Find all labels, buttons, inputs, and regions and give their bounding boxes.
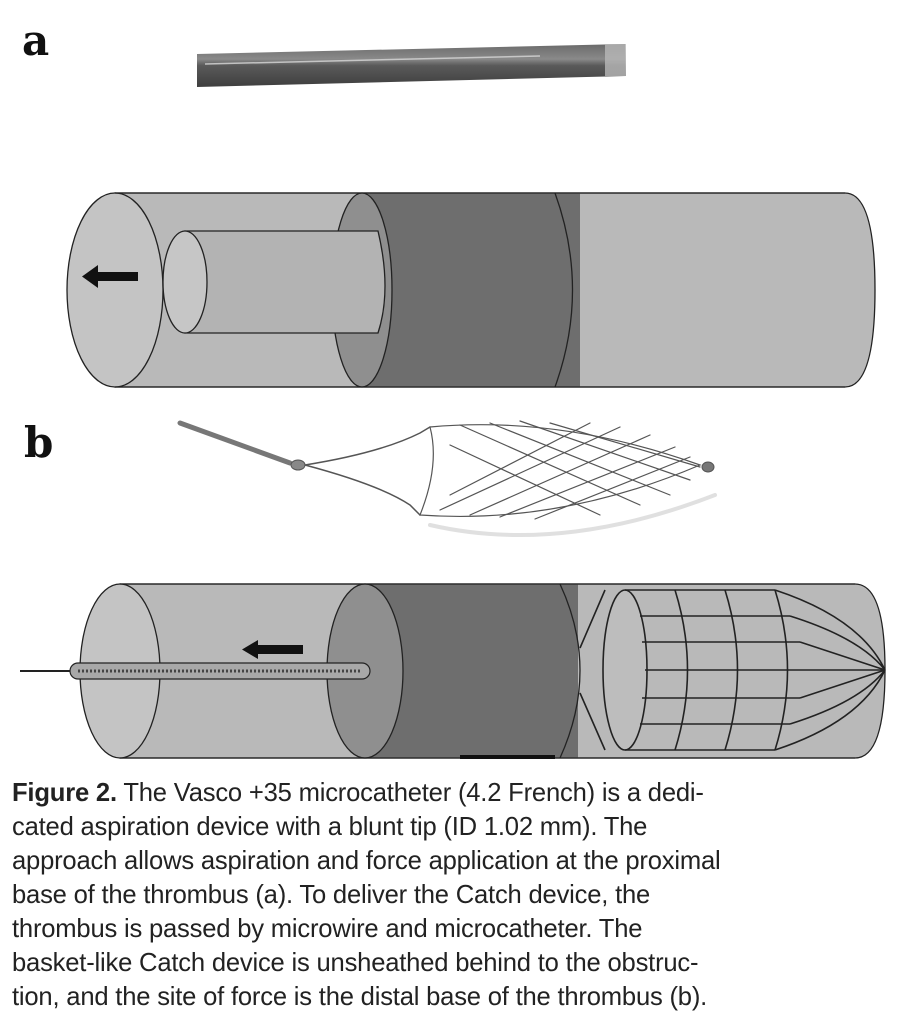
basket-mesh <box>419 420 702 520</box>
caption-line-5: thrombus is passed by microwire and micr… <box>12 915 643 943</box>
microcatheter-body <box>197 44 626 87</box>
catch-basket-diagram <box>579 589 886 751</box>
basket-tip <box>701 461 715 473</box>
thrombus-distal-edge <box>554 192 574 388</box>
basket-shadow <box>428 493 717 537</box>
aspiration-catheter-in-vessel-diagram <box>66 192 876 388</box>
figure-caption: Figure 2. The Vasco +35 microcatheter (4… <box>12 776 904 1014</box>
microcatheter <box>20 662 371 680</box>
microcatheter-tip <box>605 44 626 76</box>
thrombus <box>365 193 580 387</box>
panel-label-b: b <box>24 418 54 467</box>
delivery-wire <box>177 420 293 466</box>
caption-line-1: Figure 2. The Vasco +35 microcatheter (4… <box>12 779 704 807</box>
vessel-proximal-end <box>66 192 164 388</box>
thrombus-base-marker <box>460 755 555 759</box>
microcatheter-direction-arrow-icon <box>242 640 303 659</box>
aspiration-arrow-icon <box>82 265 138 288</box>
caption-line-6: basket-like Catch device is unsheathed b… <box>12 949 699 977</box>
thrombus-distal-edge <box>559 583 581 759</box>
caption-line-3: approach allows aspiration and force app… <box>12 847 721 875</box>
caption-line-4: base of the thrombus (a). To deliver the… <box>12 881 651 909</box>
catheter-tip-opening <box>162 230 208 334</box>
catch-basket-behind-thrombus-diagram <box>20 583 886 759</box>
caption-figure-label: Figure 2. <box>12 779 117 807</box>
panel-label-a: a <box>22 16 50 65</box>
catch-basket-device-photo <box>177 420 717 537</box>
vasco-microcatheter-photo <box>197 44 626 87</box>
catheter-body <box>184 230 386 334</box>
microcatheter-highlight <box>204 55 541 65</box>
basket-struts <box>304 426 431 516</box>
caption-line-7: tion, and the site of force is the dista… <box>12 983 708 1011</box>
caption-line-2: cated aspiration device with a blunt tip… <box>12 813 648 841</box>
vessel-outline <box>115 192 845 388</box>
wire-connector <box>290 459 306 471</box>
